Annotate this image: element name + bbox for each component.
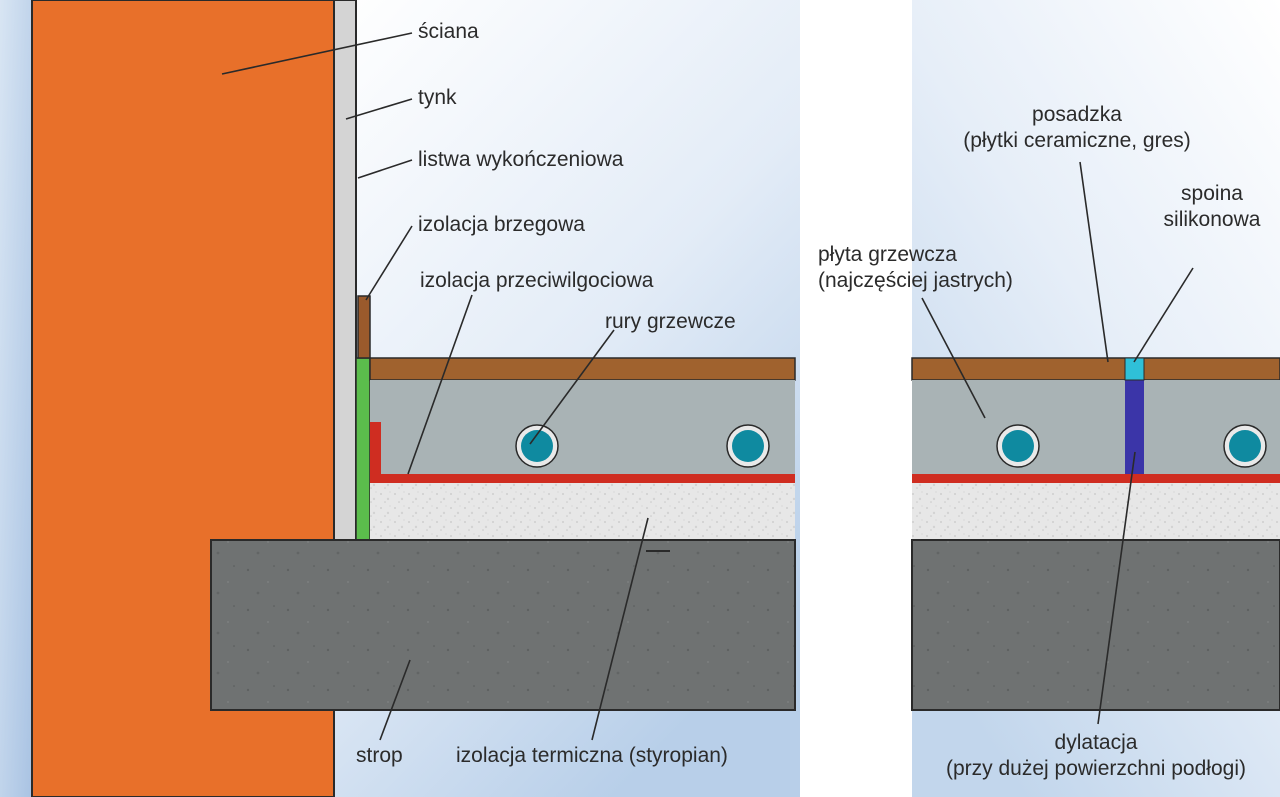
label-izolacja-termiczna: izolacja termiczna (styropian) [456,744,728,767]
label-posadzka-line2: (płytki ceramiczne, gres) [963,129,1191,152]
leader-izolacja-przeciwwilgociowa [407,294,473,475]
slab-left [210,539,796,711]
label-dylatacja-line2: (przy dużej powierzchni podłogi) [946,757,1246,780]
label-strop: strop [356,744,403,767]
silicone-joint [1124,357,1145,381]
label-plyta-line1: płyta grzewcza [818,243,957,266]
screed-left [370,380,795,474]
label-spoina-silikonowa: spoina silikonowa [1150,181,1274,233]
expansion-joint [1125,380,1144,474]
damp-proofing-left [370,474,795,483]
leader-tynk [345,98,413,120]
leader-strop [379,659,411,741]
screed-right [912,380,1280,474]
leader-izolacja-termiczna [591,517,649,741]
heating-pipe [515,424,559,468]
thermal-insulation-right [912,483,1280,540]
heating-pipe [726,424,770,468]
label-dylatacja: dylatacja (przy dużej powierzchni podłog… [918,730,1274,782]
label-posadzka: posadzka (płytki ceramiczne, gres) [952,102,1202,154]
damp-proofing-right [912,474,1280,483]
plaster [333,0,357,541]
leader-dylatacja [1097,451,1136,725]
label-listwa-wykonczeniowa: listwa wykończeniowa [418,148,624,171]
label-plyta-line2: (najczęściej jastrych) [818,269,1013,292]
trim-strip [357,295,371,359]
leader-spoina [1133,267,1194,363]
leader-rury [529,329,615,445]
label-sciana: ściana [418,20,479,43]
label-rury-grzewcze: rury grzewcze [605,310,736,333]
label-izolacja-przeciwwilgociowa: izolacja przeciwilgociowa [420,269,654,292]
leader-plyta [921,297,986,419]
leader-posadzka [1079,161,1109,363]
background-far-left [0,0,32,797]
floor-finish-left [369,357,796,381]
label-tynk: tynk [418,86,457,109]
slab-right [911,539,1280,711]
leader-izolacja-brzegowa [365,225,413,301]
label-posadzka-line1: posadzka [1032,103,1122,126]
leader-listwa [357,159,413,179]
thermal-insulation-left [370,483,795,540]
label-spoina-line2: silikonowa [1163,208,1261,231]
label-spoina-line1: spoina [1181,182,1243,205]
leader-sciana [221,32,413,75]
label-izolacja-brzegowa: izolacja brzegowa [418,213,585,236]
label-dylatacja-line1: dylatacja [1054,731,1138,754]
heating-pipe [1223,424,1267,468]
background-gap [800,0,912,797]
edge-insulation [355,357,371,541]
floor-finish-right [911,357,1280,381]
label-plyta-grzewcza: płyta grzewcza (najczęściej jastrych) [818,242,1013,294]
heating-pipe [996,424,1040,468]
damp-proofing-left-upturn [370,422,381,483]
